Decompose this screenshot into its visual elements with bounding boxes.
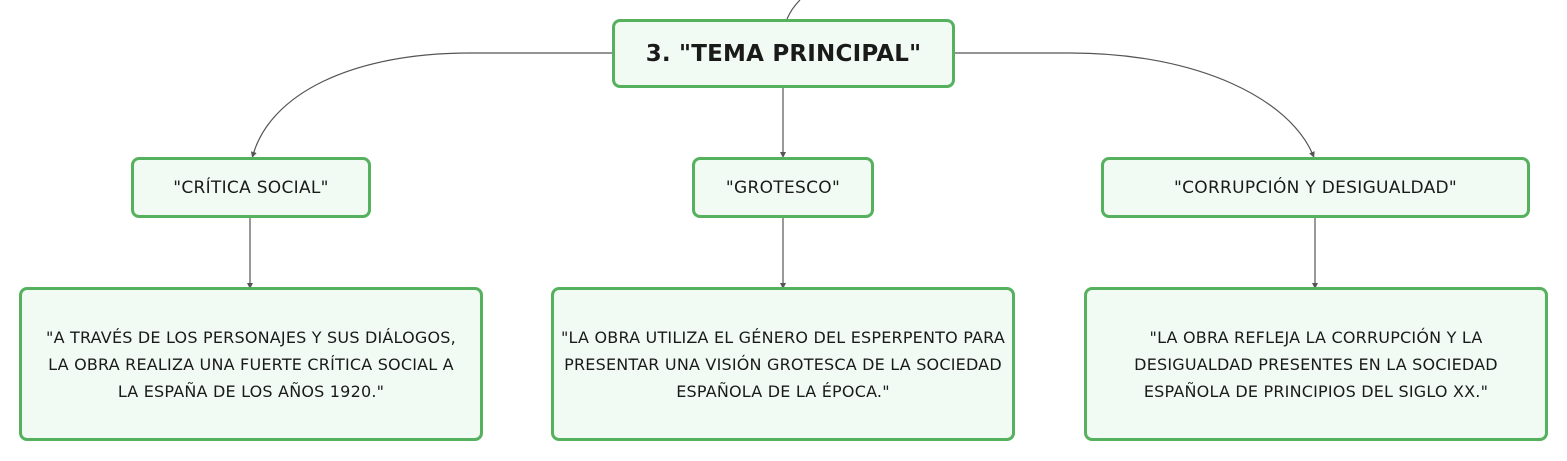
topic-node-critica-social[interactable]: "CRÍTICA SOCIAL" <box>131 157 371 218</box>
connector-root-to-critica-social <box>250 52 612 158</box>
connector-root-to-corrupcion <box>955 52 1315 158</box>
topic-node-grotesco[interactable]: "GROTESCO" <box>692 157 874 218</box>
topic-node-corrupcion-y-desigualdad[interactable]: "CORRUPCIÓN Y DESIGUALDAD" <box>1101 157 1530 218</box>
topic-node-label: "GROTESCO" <box>725 177 841 198</box>
detail-node-text: "LA OBRA REFLEJA LA CORRUPCIÓN Y LA DESI… <box>1134 327 1498 401</box>
detail-node-grotesco[interactable]: "LA OBRA UTILIZA EL GÉNERO DEL ESPERPENT… <box>551 287 1015 441</box>
parent-connector <box>786 0 801 20</box>
detail-node-text: "A TRAVÉS DE LOS PERSONAJES Y SUS DIÁLOG… <box>46 327 456 401</box>
topic-node-label: "CORRUPCIÓN Y DESIGUALDAD" <box>1173 177 1458 198</box>
detail-node-critica-social[interactable]: "A TRAVÉS DE LOS PERSONAJES Y SUS DIÁLOG… <box>19 287 483 441</box>
topic-node-label: "CRÍTICA SOCIAL" <box>173 177 329 198</box>
root-node-tema-principal[interactable]: 3. "TEMA PRINCIPAL" <box>612 19 955 88</box>
root-node-label: 3. "TEMA PRINCIPAL" <box>645 40 922 67</box>
detail-node-corrupcion-y-desigualdad[interactable]: "LA OBRA REFLEJA LA CORRUPCIÓN Y LA DESI… <box>1084 287 1548 441</box>
detail-node-text: "LA OBRA UTILIZA EL GÉNERO DEL ESPERPENT… <box>561 327 1005 401</box>
